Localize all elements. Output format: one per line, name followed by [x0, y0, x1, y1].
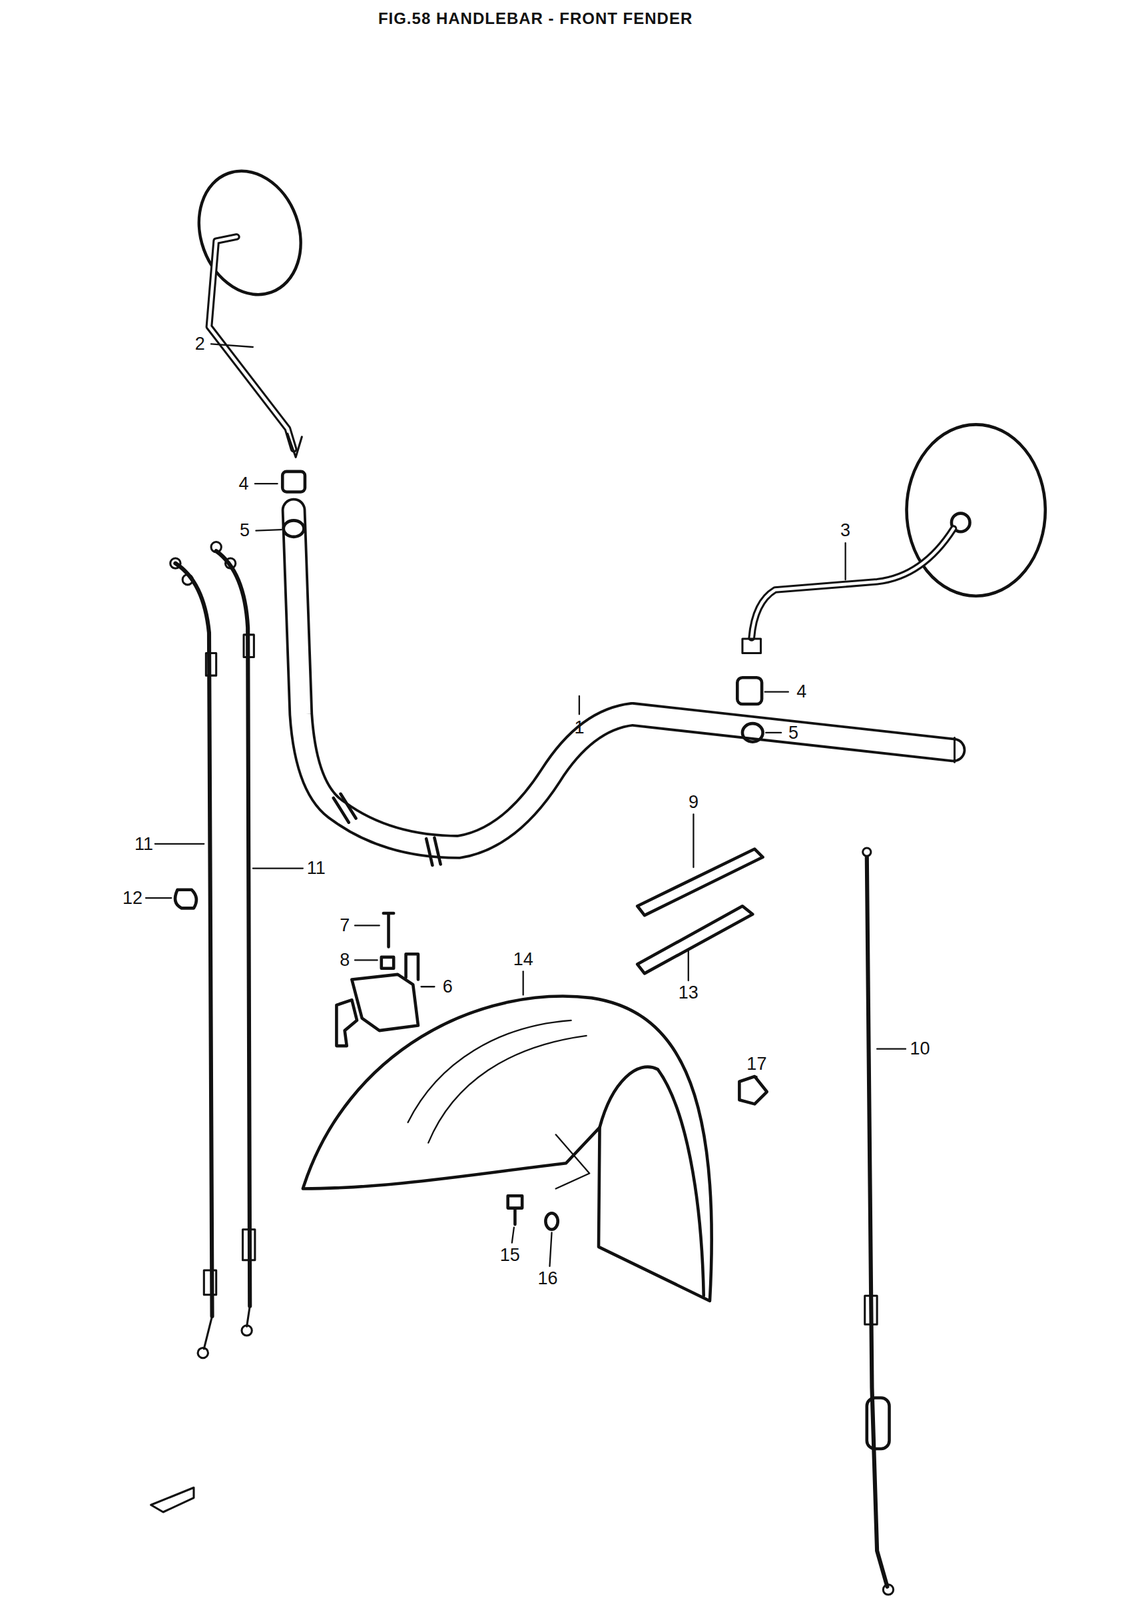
callout-number: 7: [339, 914, 350, 936]
callout-number: 5: [239, 520, 250, 541]
callout-number: 15: [500, 1243, 521, 1265]
callout-number: 9: [688, 791, 699, 812]
callout-number: 14: [513, 948, 534, 969]
callout-number: 1: [573, 716, 584, 738]
callout-number: 10: [909, 1038, 930, 1059]
callout-number: 11: [134, 833, 154, 854]
callout-number: 5: [788, 721, 799, 743]
callout-number: 3: [840, 520, 851, 541]
callout-number: 17: [746, 1053, 767, 1075]
callout-number: 12: [122, 886, 143, 908]
callout-number: 4: [239, 472, 250, 494]
callout-number: 8: [339, 949, 350, 971]
callout-number: 6: [442, 975, 453, 997]
callout-number: 4: [796, 681, 807, 702]
callout-number: 11: [306, 857, 326, 879]
diagram-title: FIG.58 HANDLEBAR - FRONT FENDER: [378, 9, 693, 28]
callout-number: 16: [537, 1267, 558, 1289]
callout-number: 2: [195, 333, 206, 355]
callout-number: 13: [678, 982, 699, 1003]
